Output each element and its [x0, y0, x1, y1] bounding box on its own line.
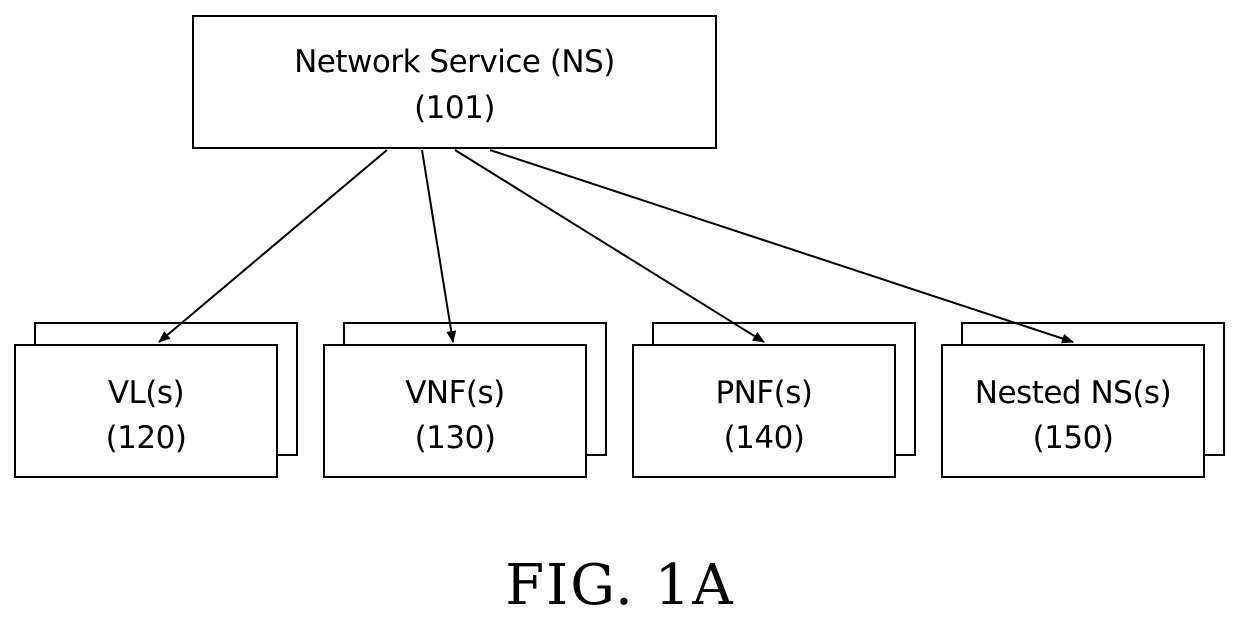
vnf-node-name: VNF(s)	[325, 378, 585, 409]
arrow-to-nested-ns	[490, 150, 1073, 342]
nested-ns-node: Nested NS(s) (150)	[941, 344, 1205, 478]
nested-ns-node-ref: (150)	[943, 423, 1203, 454]
nested-ns-node-name: Nested NS(s)	[943, 378, 1203, 409]
vnf-node: VNF(s) (130)	[323, 344, 587, 478]
arrow-to-vnf	[422, 150, 453, 342]
vnf-node-ref: (130)	[325, 423, 585, 454]
pnf-node: PNF(s) (140)	[632, 344, 896, 478]
vl-node: VL(s) (120)	[14, 344, 278, 478]
network-service-ref: (101)	[194, 93, 715, 124]
arrow-to-pnf	[455, 150, 764, 342]
pnf-node-ref: (140)	[634, 423, 894, 454]
network-service-node: Network Service (NS) (101)	[192, 15, 717, 149]
vl-node-ref: (120)	[16, 423, 276, 454]
pnf-node-name: PNF(s)	[634, 378, 894, 409]
figure-caption: FIG. 1A	[0, 558, 1240, 614]
vl-node-name: VL(s)	[16, 378, 276, 409]
arrow-to-vl	[159, 150, 387, 342]
network-service-name: Network Service (NS)	[194, 47, 715, 78]
